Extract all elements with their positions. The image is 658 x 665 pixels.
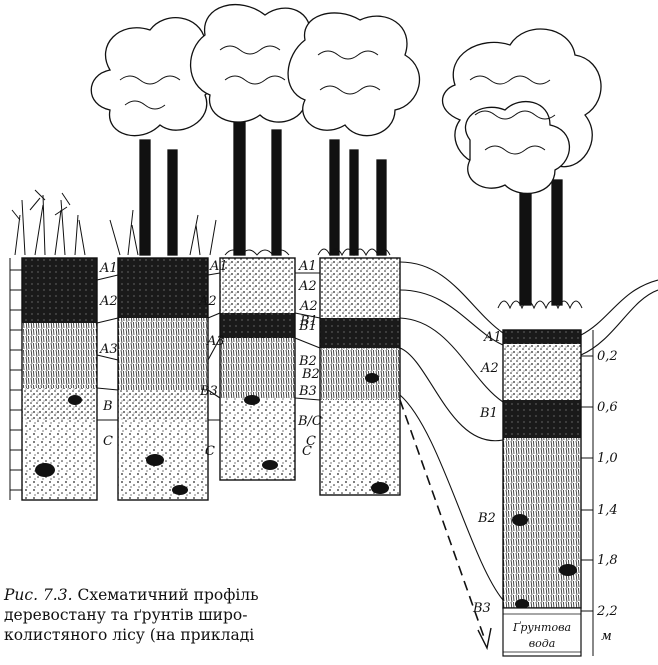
col3-label-b3: B3 xyxy=(298,384,317,399)
caption-line-2: деревостану та ґрунтів широ- xyxy=(4,605,304,625)
profile-label-b2: B2 xyxy=(477,511,496,526)
col4-label-b1: B1 xyxy=(299,314,318,329)
col2-label-c: C xyxy=(205,444,215,459)
col4-label-a2: A2 xyxy=(299,299,318,314)
caption-text-1: Схематичний профіль xyxy=(77,586,258,604)
groundwater-line-2: вода xyxy=(529,637,556,650)
profile-label-a1: A1 xyxy=(483,330,502,345)
caption-line-3: колистяного лісу (на прикладі xyxy=(4,625,304,645)
col4-label-b2: B2 xyxy=(301,367,320,382)
soil-column-4 xyxy=(320,258,400,495)
soil-column-1 xyxy=(22,258,97,500)
right-ruler xyxy=(581,330,593,656)
depth-0-6: 0,6 xyxy=(597,400,618,415)
col1-label-a1: A1 xyxy=(99,261,118,276)
soil-column-3 xyxy=(220,258,295,480)
groundwater-line-1: Ґрунтова xyxy=(512,621,571,634)
depth-1-8: 1,8 xyxy=(597,553,618,568)
left-ruler xyxy=(10,258,22,500)
col3-label-a2: A2 xyxy=(298,279,317,294)
col1-label-a3: A3 xyxy=(99,342,118,357)
col2-label-a1: A1 xyxy=(209,259,228,274)
col2-label-b3: B3 xyxy=(199,384,218,399)
caption-line-1: Рис. 7.3. Схематичний профіль xyxy=(4,585,304,605)
soil-column-2 xyxy=(118,258,208,500)
col4-label-bc: B/C xyxy=(297,414,322,429)
depth-1-0: 1,0 xyxy=(597,451,618,466)
depth-unit: м xyxy=(601,629,612,644)
depth-1-4: 1,4 xyxy=(597,503,618,518)
col1-label-a2: A2 xyxy=(99,294,118,309)
soil-profile-main xyxy=(503,330,581,656)
col2-label-a3: A3 xyxy=(206,334,225,349)
depth-2-2: 2,2 xyxy=(596,604,618,619)
col1-label-b: B xyxy=(102,399,113,414)
figure-label: Рис. 7.3. xyxy=(4,586,73,604)
figure-caption: Рис. 7.3. Схематичний профіль деревостан… xyxy=(4,585,304,645)
col3-label-a1: A1 xyxy=(298,259,317,274)
profile-label-b3: B3 xyxy=(472,601,491,616)
depth-0-2: 0,2 xyxy=(597,349,618,364)
profile-label-a2: A2 xyxy=(480,361,499,376)
col2-label-a2: A2 xyxy=(198,294,217,309)
depth-scale: 0,2 0,6 1,0 1,4 1,8 2,2 м xyxy=(596,349,618,644)
col1-label-c: C xyxy=(103,434,113,449)
col4-label-c: C xyxy=(306,434,316,449)
profile-label-b1: B1 xyxy=(479,406,498,421)
